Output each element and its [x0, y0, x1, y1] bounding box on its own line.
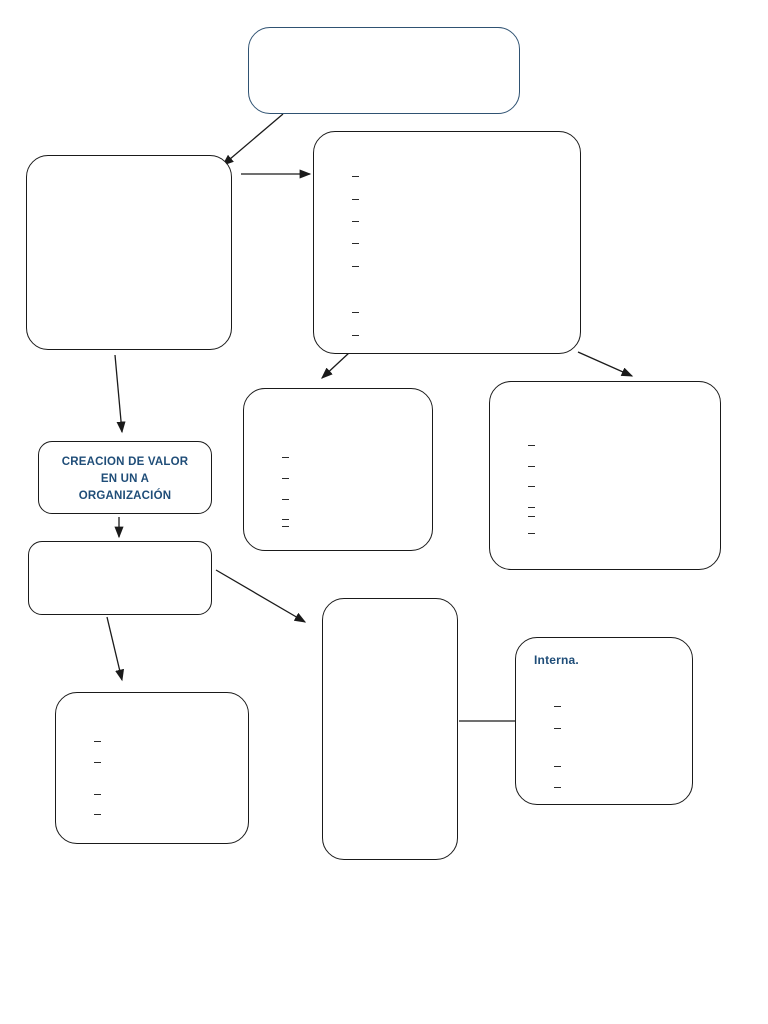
bullet-marker: [94, 814, 101, 815]
bullet-marker: [94, 741, 101, 742]
node-top[interactable]: [248, 27, 520, 114]
node-title-line: EN UN A: [100, 473, 150, 485]
bullet-marker: [554, 787, 561, 788]
node-interna[interactable]: Interna.: [515, 637, 693, 805]
bullet-marker: [282, 519, 289, 520]
bullet-marker: [352, 266, 359, 267]
bullet-marker: [352, 312, 359, 313]
bullet-marker: [352, 199, 359, 200]
arrow-small-to-tall: [215, 569, 307, 623]
arrow-big-right-to-mid-left: [321, 351, 351, 379]
node-mid-right-list[interactable]: [489, 381, 721, 570]
node-left-upper[interactable]: [26, 155, 232, 350]
bullet-marker: [528, 445, 535, 446]
node-title-line: CREACION DE VALOR: [61, 456, 189, 468]
bullet-marker: [554, 728, 561, 729]
bullet-marker: [282, 457, 289, 458]
bullet-marker: [352, 335, 359, 336]
bullet-marker: [528, 516, 535, 517]
bullet-marker: [282, 499, 289, 500]
bullet-marker: [554, 766, 561, 767]
node-tall-center[interactable]: [322, 598, 458, 860]
node-mid-left-list[interactable]: [243, 388, 433, 551]
bullet-marker: [528, 466, 535, 467]
node-title-creacion: CREACION DE VALOR EN UN A ORGANIZACIÓN: [39, 454, 211, 505]
bullet-marker: [94, 794, 101, 795]
bullet-marker: [528, 533, 535, 534]
node-title-line: ORGANIZACIÓN: [78, 490, 172, 502]
node-small-left[interactable]: [28, 541, 212, 615]
bullet-marker: [282, 526, 289, 527]
bullet-marker: [94, 762, 101, 763]
bullet-marker: [554, 706, 561, 707]
bullet-marker: [528, 486, 535, 487]
arrow-top-to-left-upper: [222, 113, 284, 166]
bullet-marker: [528, 507, 535, 508]
bullet-marker: [352, 221, 359, 222]
node-big-right[interactable]: [313, 131, 581, 354]
arrow-big-right-to-mid-right: [577, 351, 634, 377]
bullet-marker: [352, 176, 359, 177]
node-title-interna-box: Interna.: [534, 653, 579, 667]
node-creacion-de-valor[interactable]: CREACION DE VALOR EN UN A ORGANIZACIÓN: [38, 441, 212, 514]
arrow-left-upper-to-creacion: [114, 354, 126, 434]
bullet-marker: [352, 243, 359, 244]
arrow-small-to-bottom-left: [106, 616, 125, 682]
bullet-marker: [282, 478, 289, 479]
node-bottom-left[interactable]: [55, 692, 249, 844]
